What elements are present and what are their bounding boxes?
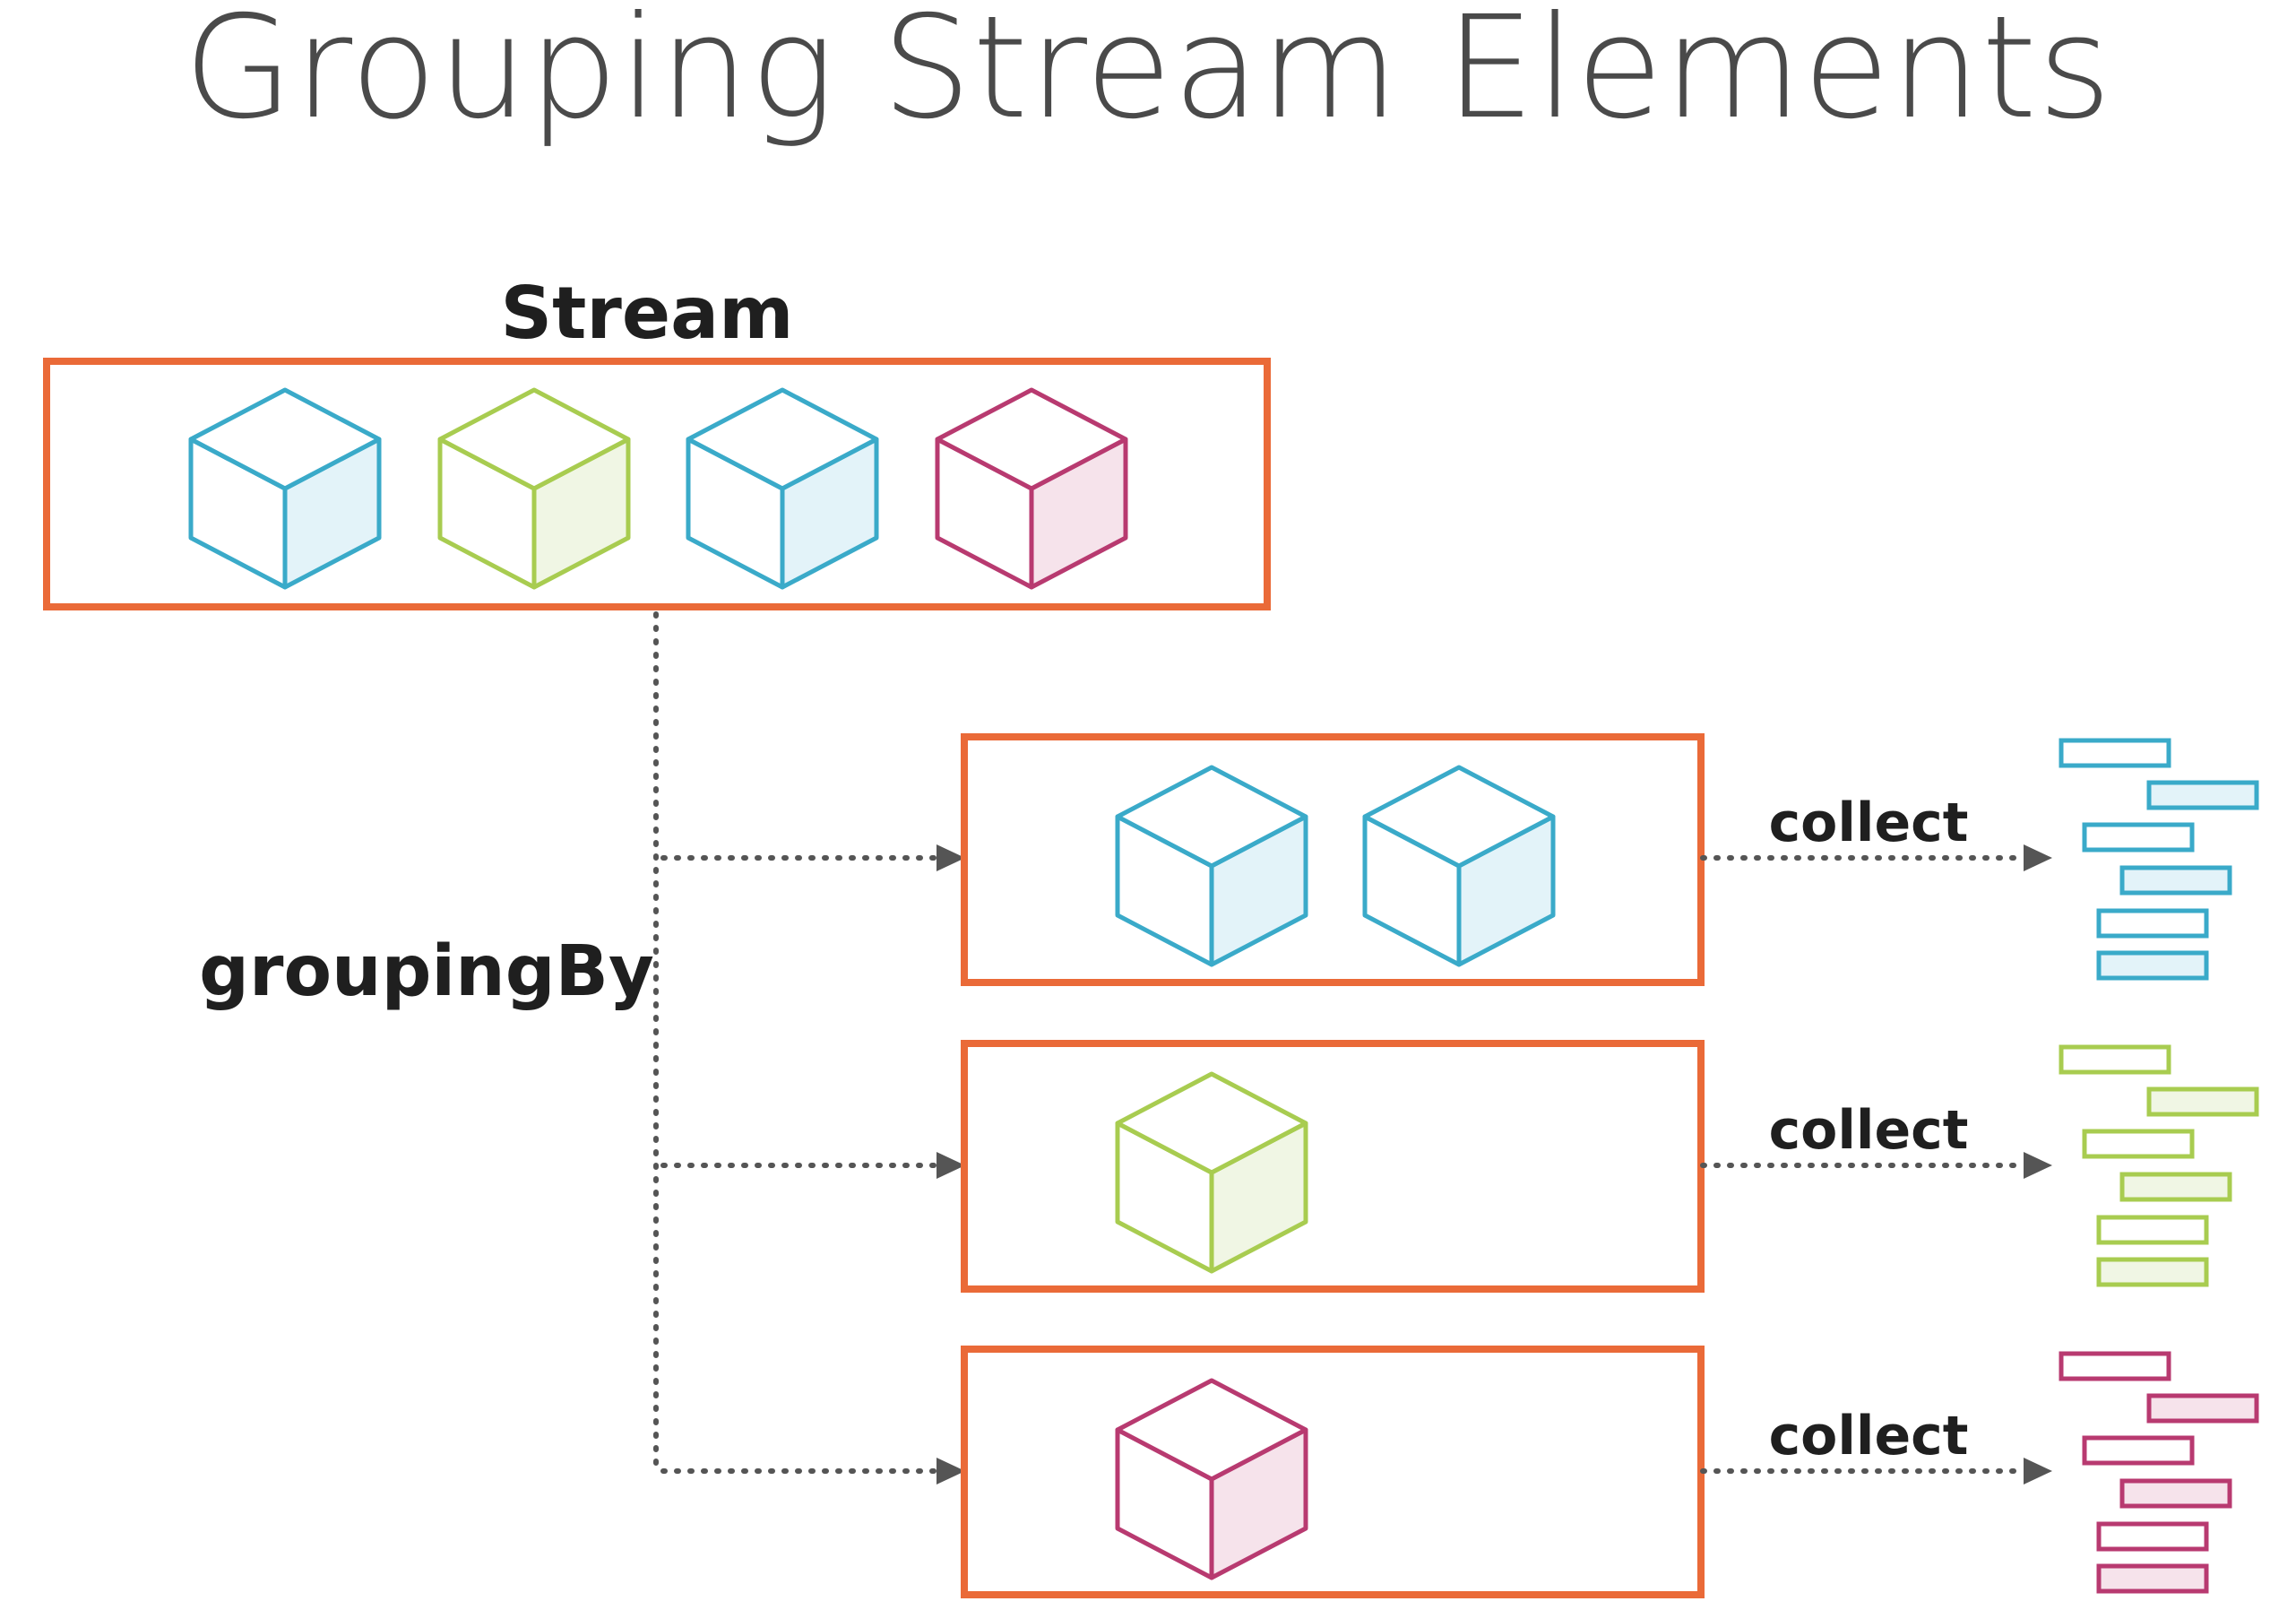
group-3-cube-icon-1 xyxy=(1115,1378,1308,1580)
grouping-connector xyxy=(653,611,965,1484)
result-item-2 xyxy=(2146,1086,2259,1117)
result-item-6 xyxy=(2096,1257,2209,1287)
result-item-4 xyxy=(2119,865,2232,896)
result-item-5 xyxy=(2096,1521,2209,1552)
group-2-cube-icon-1 xyxy=(1115,1071,1308,1274)
result-item-2 xyxy=(2146,780,2259,810)
result-list-icon-1-bars xyxy=(2059,738,2259,981)
result-item-4 xyxy=(2119,1172,2232,1202)
branch-arrow-icon-2 xyxy=(937,1152,965,1179)
group-1-cube-icon-1 xyxy=(1115,765,1308,967)
stream-elements xyxy=(188,387,1128,590)
result-item-3 xyxy=(2082,1129,2195,1159)
branch-arrow-icon-3 xyxy=(937,1458,965,1484)
result-item-2 xyxy=(2146,1393,2259,1424)
stream-cube-icon-4 xyxy=(935,387,1128,590)
result-item-5 xyxy=(2096,1215,2209,1245)
collect-arrow-icon-2 xyxy=(2024,1152,2052,1179)
stream-cube-icon-3 xyxy=(686,387,879,590)
result-item-6 xyxy=(2096,1563,2209,1594)
group-box-3 xyxy=(961,1346,1705,1598)
group-1-cube-icon-2 xyxy=(1362,765,1556,967)
result-item-5 xyxy=(2096,908,2209,939)
collect-label-1: collect xyxy=(1769,792,1969,854)
result-item-3 xyxy=(2082,822,2195,853)
collected-result-list-green xyxy=(2059,1044,2259,1287)
group-box-1 xyxy=(961,733,1705,986)
result-list-icon-3-bars xyxy=(2059,1351,2259,1594)
result-item-4 xyxy=(2119,1478,2232,1509)
branch-arrow-icon-1 xyxy=(937,844,965,871)
stream-cube-icon-2 xyxy=(437,387,631,590)
group-box-2 xyxy=(961,1040,1705,1293)
group-magenta: collect xyxy=(961,1346,2259,1598)
stream-label: Stream xyxy=(501,272,794,355)
result-item-1 xyxy=(2059,1044,2171,1075)
result-item-3 xyxy=(2082,1435,2195,1466)
collected-result-list-blue xyxy=(2059,738,2259,981)
group-blue: collect xyxy=(961,733,2259,986)
page-title: Grouping Stream Elements xyxy=(184,0,2112,151)
collect-arrow-icon-1 xyxy=(2024,844,2052,871)
collect-label-3: collect xyxy=(1769,1405,1969,1467)
group-3-elements xyxy=(1115,1378,1308,1580)
group-1-elements xyxy=(1115,765,1556,967)
group-green: collect xyxy=(961,1040,2259,1293)
collect-arrow-icon-3 xyxy=(2024,1458,2052,1484)
collect-label-2: collect xyxy=(1769,1099,1969,1162)
result-item-1 xyxy=(2059,1351,2171,1381)
result-list-icon-2-bars xyxy=(2059,1044,2259,1287)
result-item-1 xyxy=(2059,738,2171,768)
result-item-6 xyxy=(2096,950,2209,981)
collected-result-list-magenta xyxy=(2059,1351,2259,1594)
group-2-elements xyxy=(1115,1071,1308,1274)
grouping-by-label: groupingBy xyxy=(199,931,654,1012)
stream-cube-icon-1 xyxy=(188,387,382,590)
